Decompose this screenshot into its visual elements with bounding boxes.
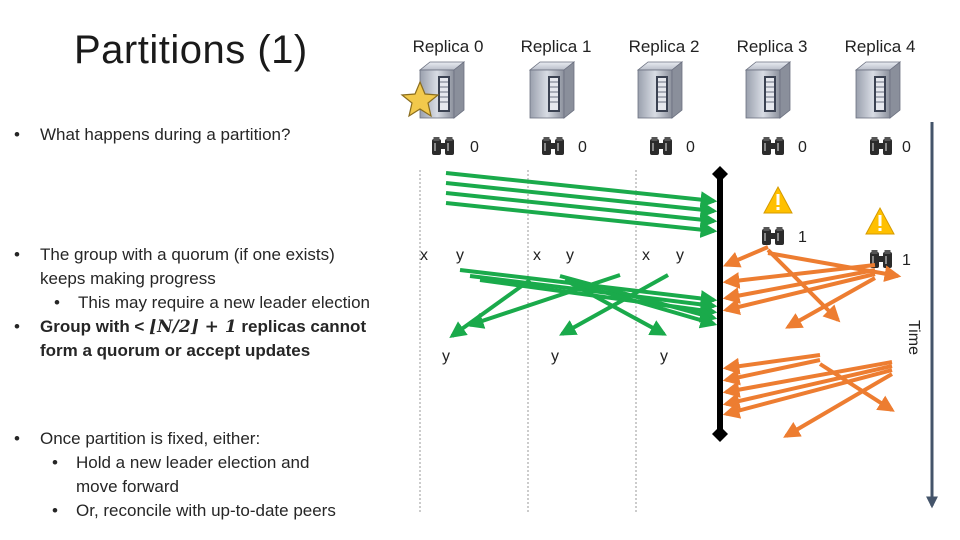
orange-arrow (722, 268, 876, 304)
bullet-dot: • (52, 501, 58, 520)
orange-arrow (722, 368, 893, 419)
replica-1-log-y: y (566, 247, 574, 264)
replica-timelines (419, 170, 637, 512)
orange-arrow (722, 360, 893, 398)
bullet-text-pre: Group with < (40, 317, 150, 336)
bullet-what-happens: • What happens during a partition? (14, 123, 291, 147)
replica-4-label: Replica 4 (844, 37, 916, 56)
time-axis-label: Time (905, 320, 922, 355)
green-arrow (466, 273, 621, 329)
warning-icon (865, 207, 895, 235)
server-icon (745, 61, 791, 119)
bullet-text-line2: form a quorum or accept updates (40, 341, 311, 360)
orange-arrow (785, 276, 876, 329)
replica-0-log-y: y (456, 247, 464, 264)
replica-0-log-y2: y (442, 348, 450, 365)
orange-arrow (722, 353, 821, 375)
bullet-text: This may require a new leader election (78, 293, 370, 312)
replica-2-log-x: x (642, 247, 650, 264)
binoculars-icon (432, 137, 454, 155)
bullet-dot: • (14, 317, 20, 336)
server-icon (855, 61, 901, 119)
orange-arrow (783, 372, 894, 438)
binoculars-icon (762, 137, 784, 155)
green-arrow (559, 273, 669, 336)
green-arrow (445, 181, 718, 218)
quorum-formula: ⌊N/2⌋ + 1 (149, 317, 237, 337)
bullet-text-line1: The group with a quorum (if one exists) (40, 245, 335, 264)
green-arrow (445, 191, 718, 228)
green-arrow (445, 171, 718, 208)
orange-arrow (722, 272, 876, 316)
bullet-quorum-progress: • The group with a quorum (if one exists… (14, 243, 335, 291)
replica-0-log-x: x (420, 247, 428, 264)
green-arrows (445, 171, 718, 338)
green-arrow (564, 278, 667, 336)
bullet-partition-fixed: • Once partition is fixed, either: (14, 427, 261, 451)
green-arrow (469, 274, 718, 313)
orange-arrow (722, 263, 876, 289)
green-arrow (445, 201, 718, 238)
green-arrow (449, 278, 532, 338)
replica-0-label: Replica 0 (412, 37, 484, 56)
replica-2-term: 0 (686, 139, 695, 156)
bullet-text-line1: Hold a new leader election and (76, 453, 310, 472)
server-icon (637, 61, 683, 119)
replica-2-log-y2: y (660, 348, 668, 365)
bullet-dot: • (14, 125, 20, 144)
partition-wall (712, 166, 728, 442)
bullet-minority: • Group with < ⌊N/2⌋ + 1 replicas cannot… (14, 315, 367, 363)
replica-3-new-term: 1 (798, 229, 807, 246)
orange-arrow (722, 364, 893, 410)
replica-1-log-y2: y (551, 348, 559, 365)
replica-1-label: Replica 1 (520, 37, 592, 56)
bullet-text: Once partition is fixed, either: (40, 429, 261, 448)
star-icon (400, 80, 440, 118)
binoculars-icon (542, 137, 564, 155)
bullet-leader-election: • This may require a new leader election (54, 291, 370, 315)
replica-1-log-x: x (533, 247, 541, 264)
slide-title: Partitions (1) (74, 28, 308, 72)
replica-3-term: 0 (798, 139, 807, 156)
replica-2-log-y: y (676, 247, 684, 264)
orange-arrow (722, 245, 769, 268)
green-arrow (559, 274, 718, 323)
bullet-text: Or, reconcile with up-to-date peers (76, 501, 336, 520)
warning-icon (763, 186, 793, 214)
bullet-text-post: replicas cannot (236, 317, 367, 336)
replica-3-label: Replica 3 (736, 37, 808, 56)
replica-1-term: 0 (578, 139, 587, 156)
bullet-text-line2: keeps making progress (40, 269, 216, 288)
bullet-new-election: • Hold a new leader election and move fo… (52, 451, 310, 499)
orange-arrows (722, 245, 902, 438)
replica-2-label: Replica 2 (628, 37, 700, 56)
bullet-dot: • (52, 453, 58, 472)
binoculars-icon (870, 137, 892, 155)
bullet-dot: • (14, 429, 20, 448)
replica-4-new-term: 1 (902, 252, 911, 269)
bullet-text: What happens during a partition? (40, 125, 291, 144)
bullet-dot: • (14, 245, 20, 264)
server-icon (529, 61, 575, 119)
binoculars-icon (650, 137, 672, 155)
orange-arrow (767, 251, 902, 282)
green-arrow (569, 280, 718, 329)
bullet-reconcile: • Or, reconcile with up-to-date peers (52, 499, 336, 523)
binoculars-icon (762, 227, 784, 245)
bullet-dot: • (54, 293, 60, 312)
replica-0-term: 0 (470, 139, 479, 156)
orange-arrow (722, 358, 821, 386)
bullet-text-line2: move forward (76, 477, 179, 496)
replica-4-term: 0 (902, 139, 911, 156)
